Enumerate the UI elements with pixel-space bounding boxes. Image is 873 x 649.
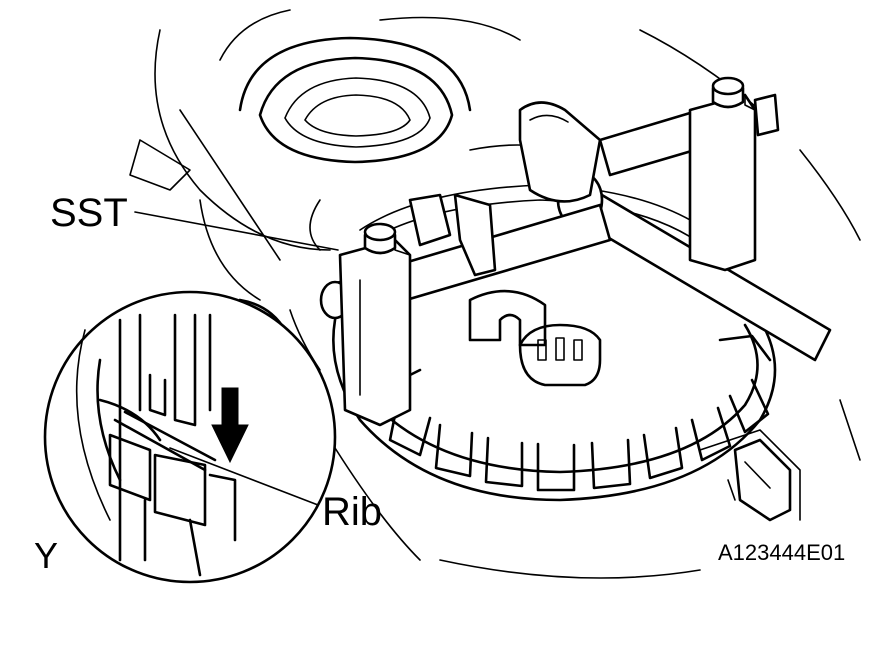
sst-tool: [319, 76, 832, 427]
tank-dome-contours: [238, 36, 472, 164]
sst-label: SST: [50, 191, 128, 235]
connectors: [468, 289, 602, 387]
sst-leader-line: [134, 211, 339, 251]
detail-view: [43, 290, 337, 584]
view-label: Y: [34, 535, 59, 576]
bracket: [727, 438, 792, 522]
figure-code: A123444E01: [718, 540, 846, 565]
rib-leader-line: [169, 447, 319, 506]
background-contours: [129, 9, 861, 579]
rib-label: Rib: [322, 490, 383, 534]
